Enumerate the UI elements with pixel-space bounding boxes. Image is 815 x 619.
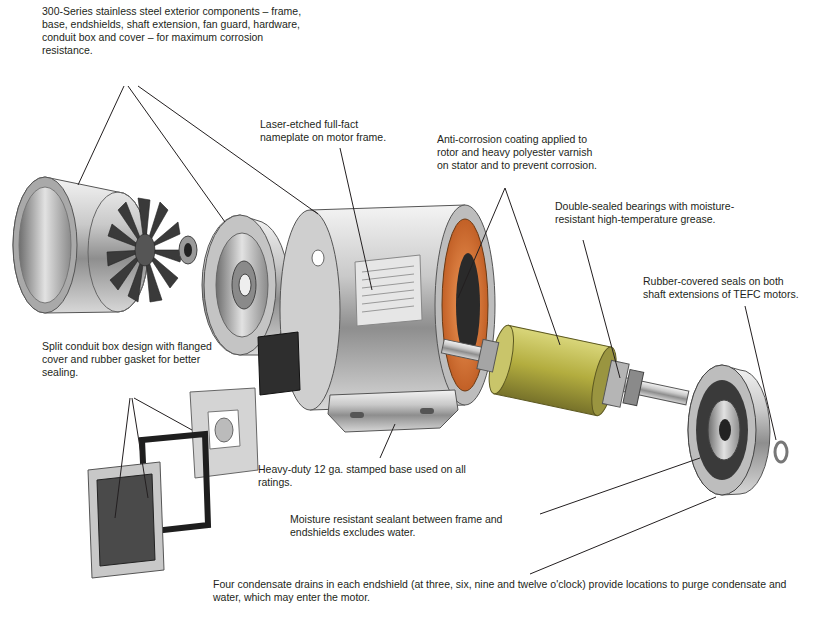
endshield — [688, 365, 770, 495]
shaft-seal — [775, 442, 787, 462]
cooling-fan — [107, 198, 183, 302]
callout-text: 300-Series stainless steel exterior comp… — [42, 5, 314, 57]
callout-text: Four condensate drains in each endshield… — [213, 578, 803, 604]
callout-text: Double-sealed bearings with moisture-res… — [555, 200, 737, 226]
endshield — [202, 215, 289, 355]
bearing — [179, 236, 197, 264]
rotor — [435, 313, 694, 433]
callout-text: Anti-corrosion coating applied to rotor … — [437, 133, 605, 172]
callout-text: Rubber-covered seals on both shaft exten… — [643, 275, 801, 301]
conduit-opening — [258, 332, 300, 395]
conduit-box — [88, 388, 258, 578]
callout-text: Moisture resistant sealant between frame… — [290, 513, 526, 539]
callout-text: Split conduit box design with flanged co… — [42, 340, 234, 379]
fan-guard — [13, 177, 148, 313]
nameplate — [355, 255, 422, 326]
callout-text: Heavy-duty 12 ga. stamped base used on a… — [258, 463, 486, 489]
callout-text: Laser-etched full-fact nameplate on moto… — [260, 118, 398, 144]
motor-frame — [258, 205, 495, 432]
leader-line — [78, 86, 776, 574]
stamped-base — [328, 390, 458, 432]
